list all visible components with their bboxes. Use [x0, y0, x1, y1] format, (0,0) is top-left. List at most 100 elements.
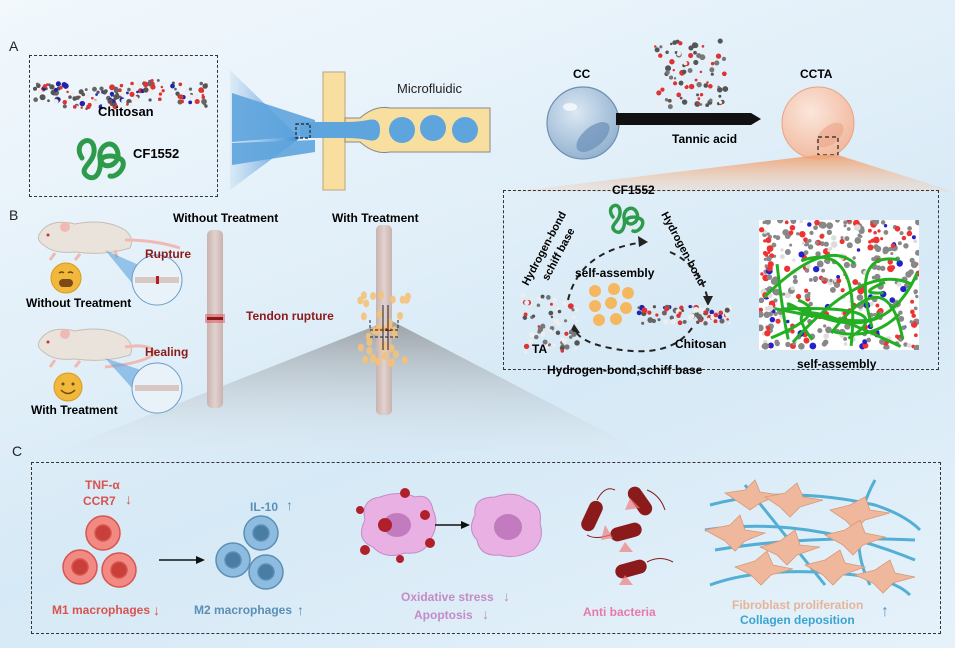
md-atom — [766, 326, 771, 331]
md-atom — [843, 220, 848, 225]
md-atom — [903, 243, 909, 249]
md-atom — [888, 246, 893, 252]
atom — [121, 98, 126, 104]
atom — [708, 98, 713, 103]
atom — [81, 92, 86, 97]
atom — [524, 350, 528, 354]
md-atom — [819, 234, 825, 239]
atom — [66, 90, 69, 94]
self-assembly-inset — [503, 190, 939, 370]
healing-label: Healing — [145, 345, 189, 359]
md-atom — [798, 251, 805, 258]
hydrogel-particle — [366, 346, 373, 355]
md-atom — [790, 286, 795, 291]
atom — [524, 300, 530, 306]
md-atom — [814, 220, 820, 226]
atom — [204, 104, 208, 108]
atom — [706, 317, 711, 323]
atom — [84, 92, 91, 99]
inset-bottom-label: Hydrogen-bond,schiff base — [547, 363, 703, 377]
md-atom — [887, 265, 895, 273]
md-atom — [790, 220, 797, 224]
happy-face-icon — [53, 372, 83, 402]
atom — [710, 61, 715, 66]
md-atom — [826, 222, 834, 230]
inset-ta-label: TA — [532, 342, 548, 356]
atom — [150, 79, 154, 83]
md-atom — [910, 299, 915, 304]
md-atom — [775, 318, 781, 324]
atom — [717, 314, 723, 320]
atom — [719, 318, 725, 324]
md-atom — [901, 325, 906, 331]
atom — [61, 81, 67, 88]
md-atom — [801, 241, 806, 245]
oxidative-down-arrow: ↓ — [503, 588, 510, 604]
atom — [655, 313, 659, 317]
atom — [699, 103, 703, 106]
atom — [696, 102, 700, 106]
atom — [560, 349, 565, 353]
md-atom — [840, 288, 845, 293]
md-atom — [846, 220, 852, 223]
atom — [670, 42, 673, 46]
atom — [523, 312, 528, 317]
md-atom — [759, 324, 764, 332]
atom — [700, 95, 706, 102]
atom — [169, 93, 174, 97]
atom — [654, 45, 657, 48]
md-atom — [909, 320, 914, 324]
atom — [553, 318, 559, 324]
atom — [178, 94, 184, 100]
md-atom — [836, 274, 841, 279]
md-atom — [784, 249, 791, 255]
magnifier-rupture — [105, 250, 183, 306]
sad-face-icon — [50, 262, 82, 294]
md-atom — [895, 334, 899, 339]
simulation-caption: self-assembly — [797, 357, 877, 371]
md-atom — [913, 306, 918, 311]
md-atom — [803, 250, 809, 255]
atom — [636, 310, 642, 316]
md-atom — [843, 342, 848, 346]
materials-box — [29, 55, 218, 197]
md-atom — [821, 268, 826, 273]
fibroblast-up-arrow: ↑ — [881, 603, 889, 620]
atom — [184, 88, 189, 93]
md-atom — [854, 237, 862, 244]
m1-down-arrow: ↓ — [153, 602, 160, 618]
microfluidic-label: Microfluidic — [397, 81, 463, 96]
atom — [79, 100, 86, 107]
md-atom — [911, 313, 916, 318]
atom — [705, 307, 710, 312]
atom — [678, 80, 684, 86]
md-atom — [869, 301, 874, 307]
atom — [706, 81, 709, 84]
md-atom — [905, 271, 912, 278]
atom — [679, 96, 683, 100]
md-atom — [913, 291, 918, 295]
atom — [575, 319, 579, 323]
atom — [188, 100, 193, 105]
atom — [148, 98, 152, 102]
md-atom — [831, 235, 837, 241]
atom — [115, 94, 120, 100]
md-atom — [850, 262, 857, 269]
atom — [699, 93, 704, 97]
atom — [540, 294, 545, 299]
atom — [85, 107, 88, 111]
atom — [107, 98, 113, 104]
magnifier-healing — [105, 358, 183, 414]
atom — [672, 40, 677, 45]
atom — [561, 338, 568, 344]
md-atom — [906, 230, 913, 237]
il10-label: IL-10 — [250, 500, 279, 514]
fibroblast-collagen-icon — [703, 479, 922, 597]
atom — [677, 320, 683, 326]
m2-macrophages-label: M2 macrophages — [194, 603, 293, 617]
atom — [696, 81, 702, 88]
polarization-arrow-icon — [159, 556, 205, 564]
md-atom — [764, 252, 769, 257]
atom — [722, 86, 729, 92]
md-atom — [915, 249, 919, 256]
